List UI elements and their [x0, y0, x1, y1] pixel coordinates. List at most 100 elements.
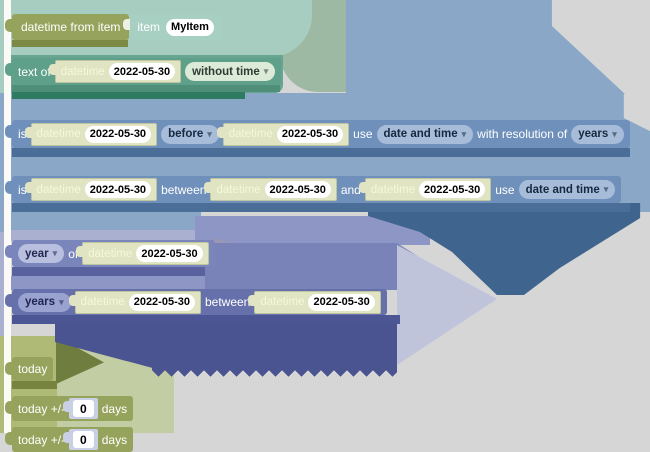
background-edge-periwinkle [0, 232, 4, 336]
date-field[interactable]: 2022-05-30 [308, 293, 375, 311]
block-datetime-shadow[interactable]: datetime 2022-05-30 [204, 178, 337, 201]
block-label: datetime from item [21, 20, 121, 34]
unit-dropdown[interactable]: years ▾ [18, 292, 71, 312]
puzzle-notch-icon [63, 401, 71, 412]
block-text-of-datetime[interactable]: text of datetime 2022-05-30 without time… [5, 58, 282, 85]
puzzle-tab-icon [5, 245, 13, 258]
puzzle-notch-icon [48, 64, 56, 75]
dropdown-value: years [578, 128, 609, 140]
puzzle-tab-icon [5, 362, 13, 375]
background-edge-olive [0, 336, 4, 433]
background-shape-indigo-sawtooth [152, 367, 397, 377]
puzzle-notch-icon [123, 18, 131, 30]
dropdown-value: year [25, 247, 49, 260]
block-number-shadow[interactable]: 0 [63, 398, 98, 419]
puzzle-notch-icon [68, 294, 76, 306]
dropdown-value: date and time [525, 183, 600, 196]
format-dropdown[interactable]: without time ▾ [185, 62, 276, 81]
block-label: with resolution of [477, 127, 568, 141]
block-datetime-shadow[interactable]: datetime 2022-05-30 [24, 122, 158, 146]
block-datetime-shadow[interactable]: datetime 2022-05-30 [358, 178, 492, 201]
dropdown-value: without time [192, 65, 260, 78]
puzzle-notch-icon [358, 182, 366, 193]
block-today-offset-partial[interactable]: today +/- 0 days [5, 427, 134, 452]
block-datetime-shadow[interactable]: datetime 2022-05-30 [24, 178, 158, 201]
block-label: days [101, 432, 128, 447]
puzzle-tab-icon [5, 294, 13, 307]
block-datetime-shadow[interactable]: datetime 2022-05-30 [216, 122, 350, 146]
block-label: is [18, 182, 27, 197]
block-label: today [18, 362, 48, 376]
model-dropdown[interactable]: date and time ▾ [518, 180, 616, 199]
block-label: use [353, 127, 373, 141]
puzzle-notch-icon [216, 126, 224, 138]
block-shadow-strip [12, 203, 630, 212]
dropdown-arrow-icon: ▾ [603, 184, 609, 194]
dropdown-arrow-icon: ▾ [207, 128, 212, 139]
background-edge-blue [0, 93, 4, 232]
block-datetime-shadow[interactable]: datetime 2022-05-30 [48, 60, 182, 83]
block-datetime-from-item[interactable]: datetime from item item MyItem [5, 14, 222, 40]
datetime-label: datetime [88, 247, 133, 260]
block-is-datetime-between[interactable]: is datetime 2022-05-30 between datetime … [5, 176, 622, 203]
offset-field[interactable]: 0 [73, 400, 94, 417]
date-field[interactable]: 2022-05-30 [128, 293, 195, 311]
block-label: today +/- [18, 432, 66, 447]
block-shadow-strip [12, 267, 205, 276]
dropdown-arrow-icon: ▾ [263, 66, 269, 76]
block-datetime-shadow[interactable]: datetime 2022-05-30 [68, 290, 201, 314]
block-number-shadow[interactable]: 0 [63, 429, 98, 450]
block-shadow-strip [12, 85, 280, 92]
block-datetime-shadow[interactable]: datetime 2022-05-30 [76, 242, 209, 265]
puzzle-notch-icon [63, 432, 71, 443]
datetime-label: datetime [36, 183, 81, 196]
background-band-purple [205, 243, 433, 290]
datetime-label: datetime [80, 296, 125, 308]
block-item[interactable]: item MyItem [123, 14, 222, 40]
datetime-label: datetime [60, 65, 105, 78]
item-label: item [137, 20, 161, 34]
unit-dropdown[interactable]: year ▾ [18, 244, 65, 263]
block-label: between [161, 182, 207, 197]
block-label: text of [18, 64, 51, 79]
datetime-label: datetime [36, 128, 81, 140]
block-unit-of-datetime[interactable]: year ▾ of datetime 2022-05-30 [5, 240, 215, 267]
puzzle-notch-icon [24, 126, 32, 138]
dropdown-arrow-icon: ▾ [59, 296, 64, 307]
background-strip-dark-teal [12, 91, 245, 99]
puzzle-notch-icon [76, 246, 84, 257]
block-shadow-strip [12, 40, 128, 47]
date-field[interactable]: 2022-05-30 [136, 245, 203, 262]
date-field[interactable]: 2022-05-30 [84, 181, 152, 198]
puzzle-notch-icon [248, 294, 256, 306]
date-field[interactable]: 2022-05-30 [84, 125, 152, 143]
dropdown-value: years [25, 296, 56, 308]
block-today[interactable]: today [5, 357, 54, 381]
date-field[interactable]: 2022-05-30 [276, 125, 344, 143]
date-field[interactable]: 2022-05-30 [108, 63, 176, 80]
block-today-offset[interactable]: today +/- 0 days [5, 396, 134, 421]
resolution-dropdown[interactable]: years ▾ [571, 124, 624, 144]
block-shadow-strip [12, 148, 630, 157]
model-dropdown[interactable]: date and time ▾ [376, 124, 474, 144]
block-shadow-strip [12, 381, 57, 389]
block-is-datetime-before[interactable]: is datetime 2022-05-30 before ▾ datetime… [5, 120, 630, 148]
date-field[interactable]: 2022-05-30 [418, 181, 486, 198]
background-shape-blue-lower [11, 212, 201, 234]
item-name-field[interactable]: MyItem [166, 18, 214, 36]
block-label: today +/- [18, 401, 66, 416]
offset-field[interactable]: 0 [73, 431, 94, 448]
puzzle-tab-icon [5, 432, 13, 445]
block-label: of [68, 246, 79, 261]
operator-dropdown[interactable]: before ▾ [161, 124, 219, 144]
datetime-label: datetime [228, 128, 273, 140]
block-units-between-datetimes[interactable]: years ▾ datetime 2022-05-30 between date… [5, 289, 387, 315]
date-field[interactable]: 2022-05-30 [264, 181, 331, 198]
puzzle-tab-icon [5, 401, 13, 414]
block-label: between [204, 295, 251, 309]
block-datetime-shadow[interactable]: datetime 2022-05-30 [248, 290, 381, 314]
background-edge-teal [0, 0, 4, 93]
dropdown-value: before [168, 128, 204, 140]
datetime-label: datetime [370, 183, 415, 196]
